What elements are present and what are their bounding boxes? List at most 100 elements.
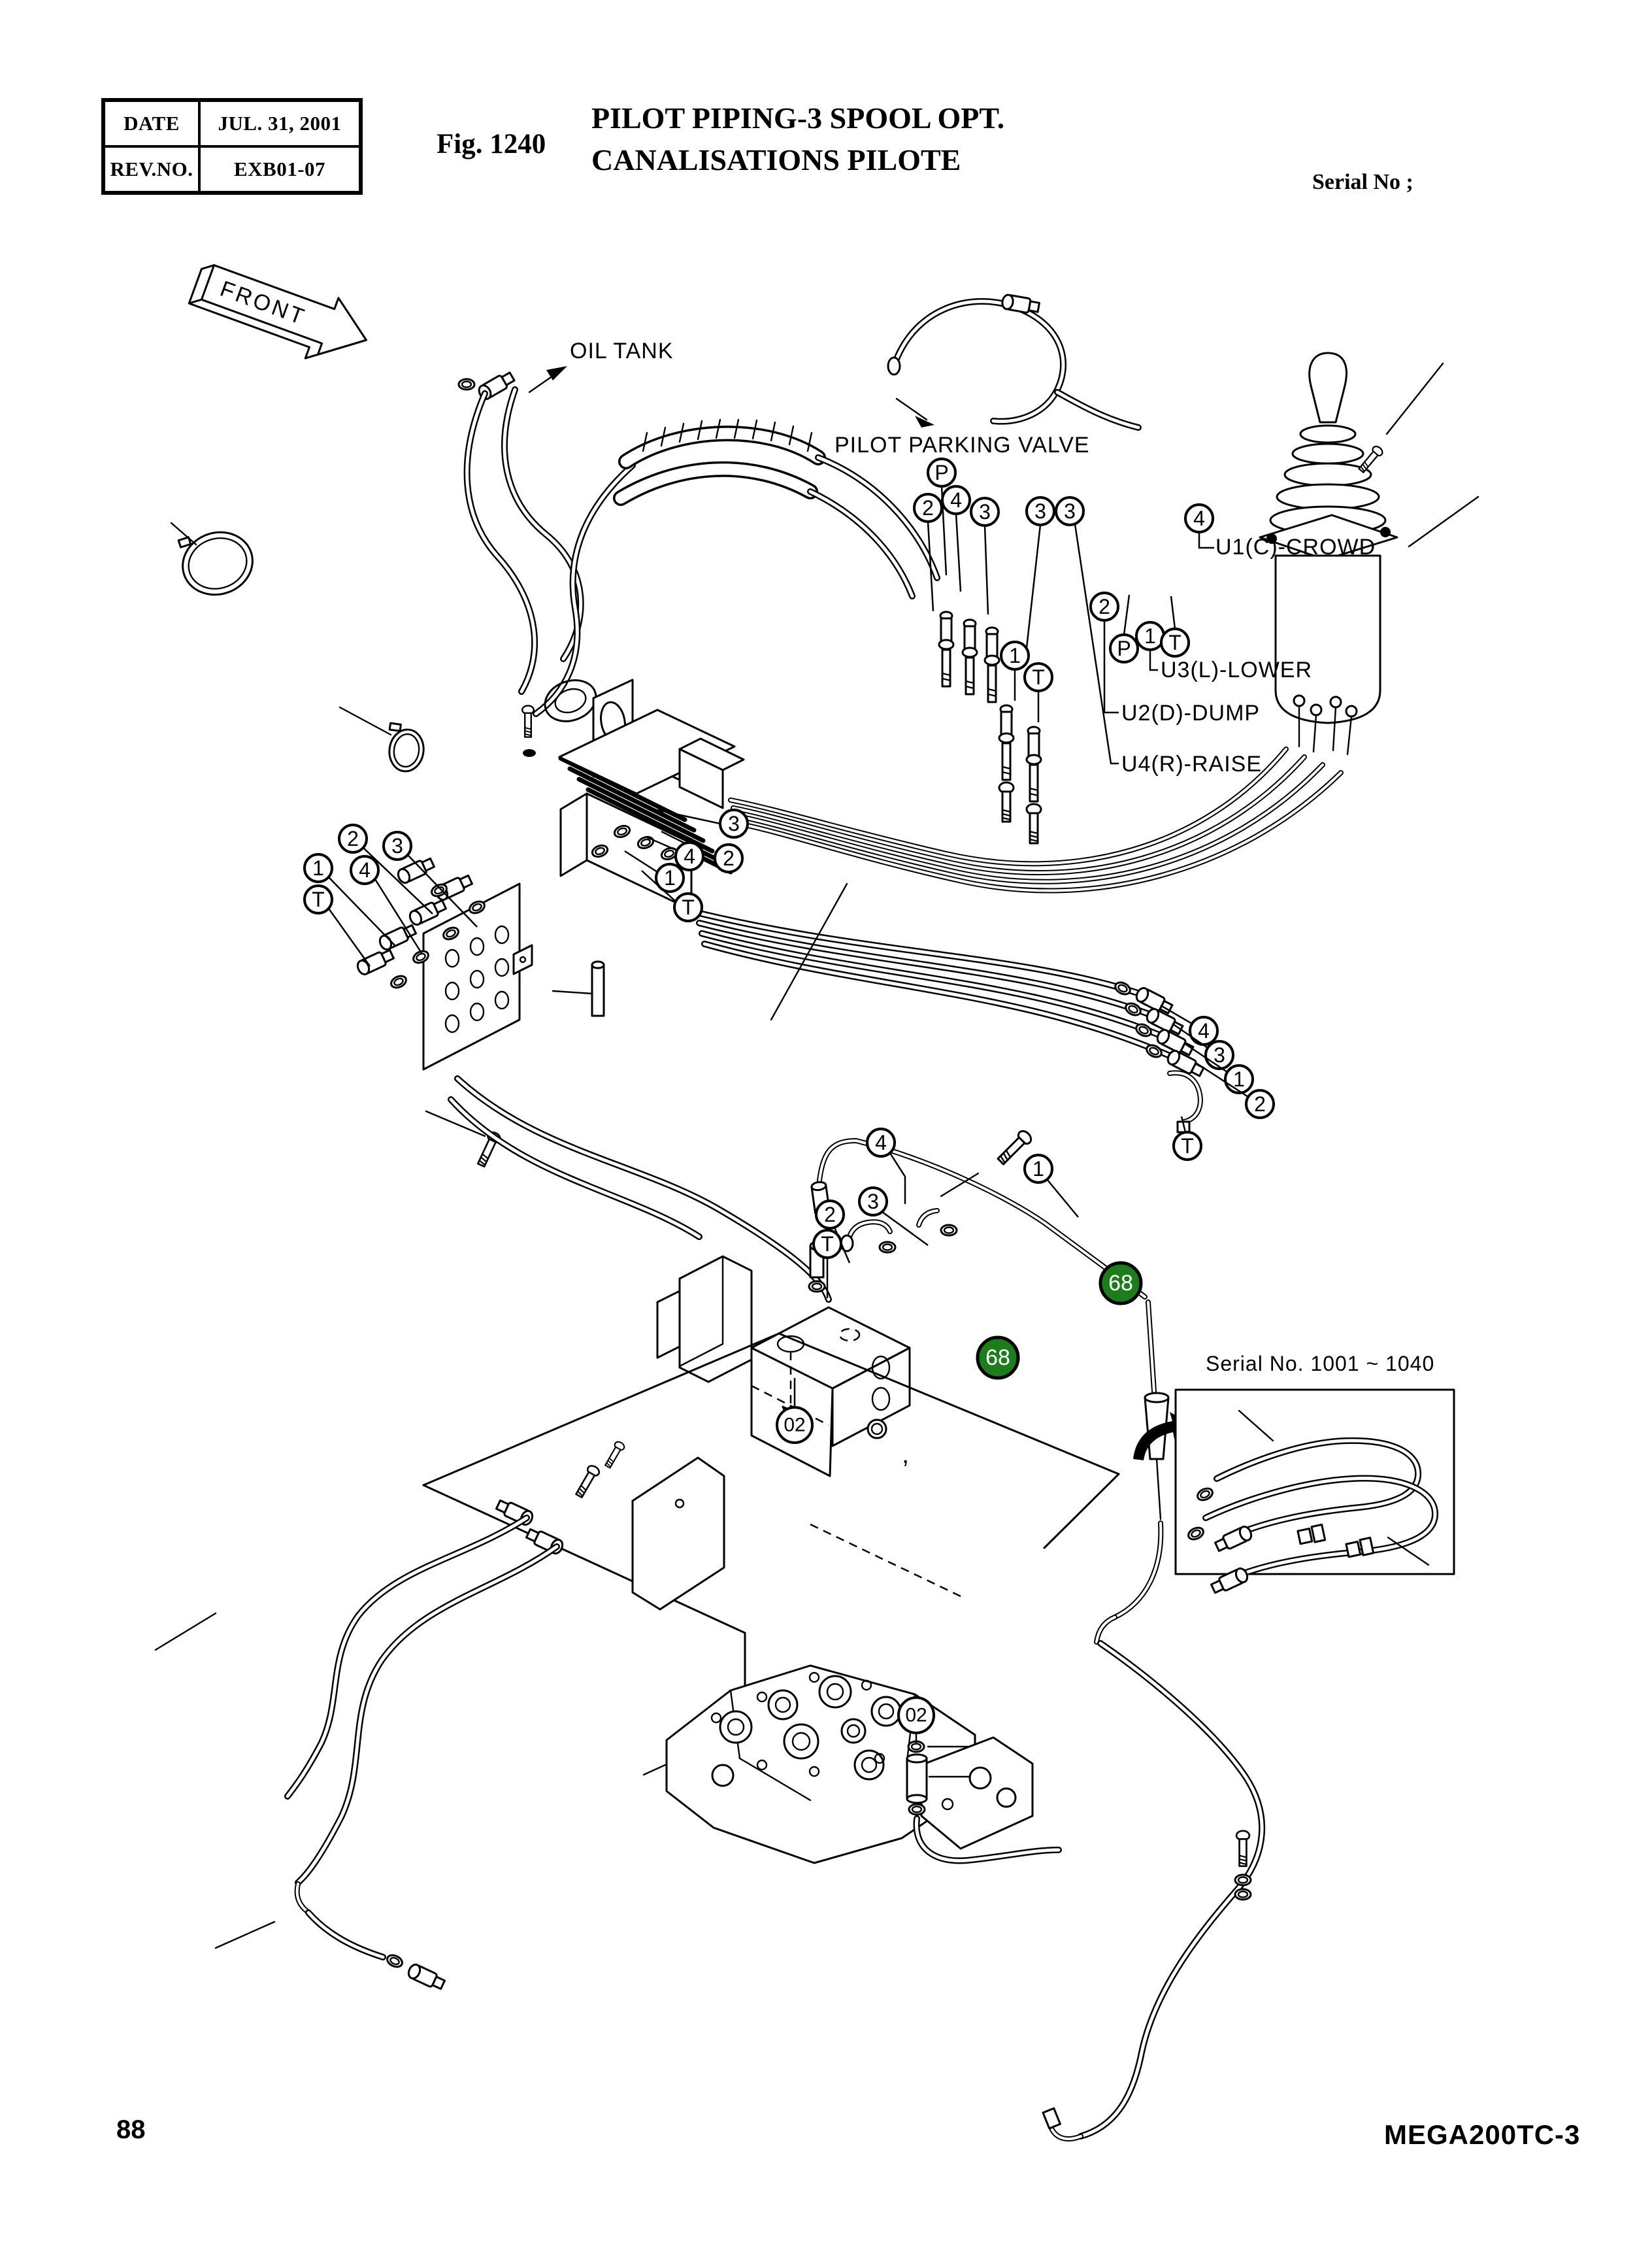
callout-text-4: 4 [1198,1019,1210,1043]
callout-leader-4 [645,835,678,852]
callout-text-T: T [1181,1134,1194,1158]
callout-text-3: 3 [1064,499,1076,523]
revision-table: DATE JUL. 31, 2001 REV.NO. EXB01-07 [101,98,363,195]
callout-leader-1 [1183,1042,1228,1073]
u2-dump-label: U2(D)-DUMP [1121,701,1261,726]
callout-2: 2 [714,843,744,873]
callout-text-1: 1 [664,866,676,890]
callout-2: 2 [1245,1089,1275,1119]
callout-text-68: 68 [985,1345,1010,1370]
callout-1: 1 [1224,1064,1254,1094]
callout-3: 3 [858,1186,888,1216]
pilot-parking-valve-label: PILOT PARKING VALVE [834,433,1090,458]
callout-3: 3 [1204,1040,1234,1070]
bottom-left-hoses [214,1497,566,1992]
callout-text-3: 3 [867,1190,879,1213]
lower-left-sweep [448,1075,832,1303]
callout-text-02: 02 [905,1705,927,1726]
callout-T: T [303,884,333,914]
oil-tank-label: OIL TANK [570,339,674,363]
callout-text-3: 3 [979,500,991,524]
callout-02: 02 [776,1406,814,1444]
callout-text-P: P [1117,637,1131,660]
callout-leader-2 [1195,1062,1249,1098]
callout-text-T: T [821,1232,834,1256]
date-value: JUL. 31, 2001 [199,101,360,146]
callout-1: 1 [655,863,685,893]
callout-68: 68 [976,1335,1020,1380]
callout-4: 4 [1184,503,1214,533]
callout-leader-2 [363,847,433,914]
drawing-comma: , [902,1440,909,1469]
callout-T: T [1023,662,1053,692]
callout-leader-4 [1160,1004,1193,1025]
figure-number: Fig. 1240 [437,129,546,159]
callout-text-2: 2 [1254,1092,1266,1116]
callout-leader-2 [1103,620,1119,714]
callout-text-1: 1 [1009,644,1021,667]
bottom-right-hose [1042,1640,1266,2142]
callout-text-1: 1 [312,856,324,880]
callout-text-2: 2 [1099,595,1110,618]
callout-leader-3 [882,1211,929,1247]
callout-leader-3 [1025,524,1042,654]
page-title-french: CANALISATIONS PILOTE [591,143,961,176]
callout-leader-3 [1172,1022,1208,1049]
control-valve-assembly [642,1664,1034,1864]
callout-2: 2 [913,493,943,523]
serial-range-label: Serial No. 1001 ~ 1040 [1206,1352,1435,1375]
callout-leader-3 [1074,524,1119,765]
callout-3: 3 [1055,496,1085,526]
callout-text-2: 2 [922,496,934,520]
date-label: DATE [104,101,199,146]
front-arrow: FRONT [188,264,367,360]
joystick-signal-hoses [728,747,1344,894]
callout-T: T [673,892,703,922]
callout-P: P [1109,633,1139,663]
callout-4: 4 [1189,1016,1219,1046]
callout-leader-T [327,908,371,967]
callout-leader-4 [374,879,423,954]
callout-text-3: 3 [1214,1043,1225,1067]
callout-text-1: 1 [1233,1067,1245,1091]
callout-text-3: 3 [1034,499,1046,523]
callout-text-T: T [312,888,325,911]
right-68-hose [1094,1300,1170,1645]
callout-text-3: 3 [391,834,403,858]
callout-3: 3 [719,809,749,839]
callout-leader-1 [328,877,395,946]
callout-text-1: 1 [1032,1157,1044,1181]
serial-no-label: Serial No ; [1312,170,1413,194]
callout-02: 02 [897,1696,935,1734]
callout-P: P [927,458,957,488]
u3-lower-label: U3(L)-LOWER [1161,658,1313,682]
callout-text-4: 4 [359,858,371,882]
callout-text-1: 1 [1144,624,1156,648]
callout-text-T: T [1032,665,1045,689]
model-code: MEGA200TC-3 [1384,2119,1581,2150]
page-title: PILOT PIPING-3 SPOOL OPT. [591,101,1005,135]
callout-4: 4 [674,841,704,871]
callout-text-2: 2 [347,827,359,850]
callout-leader-3 [983,525,989,615]
callout-2: 2 [815,1199,845,1230]
callout-T: T [1160,628,1190,658]
callout-1: 1 [303,853,333,883]
u4-raise-label: U4(R)-RAISE [1121,752,1263,777]
callout-2: 2 [338,824,368,854]
callout-text-4: 4 [950,488,962,512]
callout-68: 68 [1099,1261,1143,1305]
callout-2: 2 [1089,592,1119,622]
callout-text-02: 02 [784,1415,805,1436]
callout-T: T [1172,1131,1202,1161]
callout-1: 1 [1000,641,1030,671]
page-number: 88 [116,2115,146,2144]
callout-3: 3 [382,831,412,861]
callout-text-T: T [1168,631,1181,654]
callout-4: 4 [941,485,971,515]
callout-leader-3 [653,808,721,825]
callout-text-P: P [934,461,948,484]
